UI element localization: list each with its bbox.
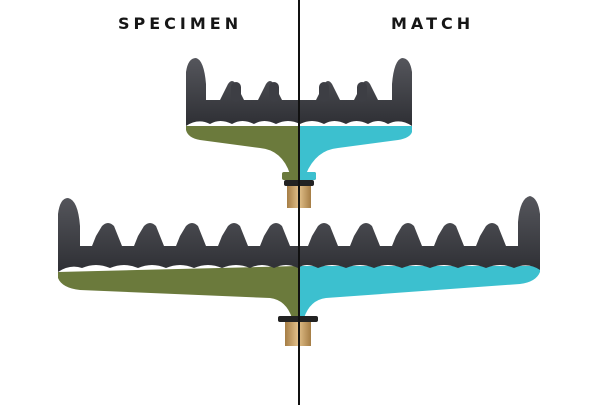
match-label: MATCH bbox=[391, 14, 475, 33]
short-rest-head bbox=[186, 58, 412, 208]
center-divider bbox=[298, 0, 300, 405]
specimen-label: SPECIMEN bbox=[118, 14, 243, 33]
